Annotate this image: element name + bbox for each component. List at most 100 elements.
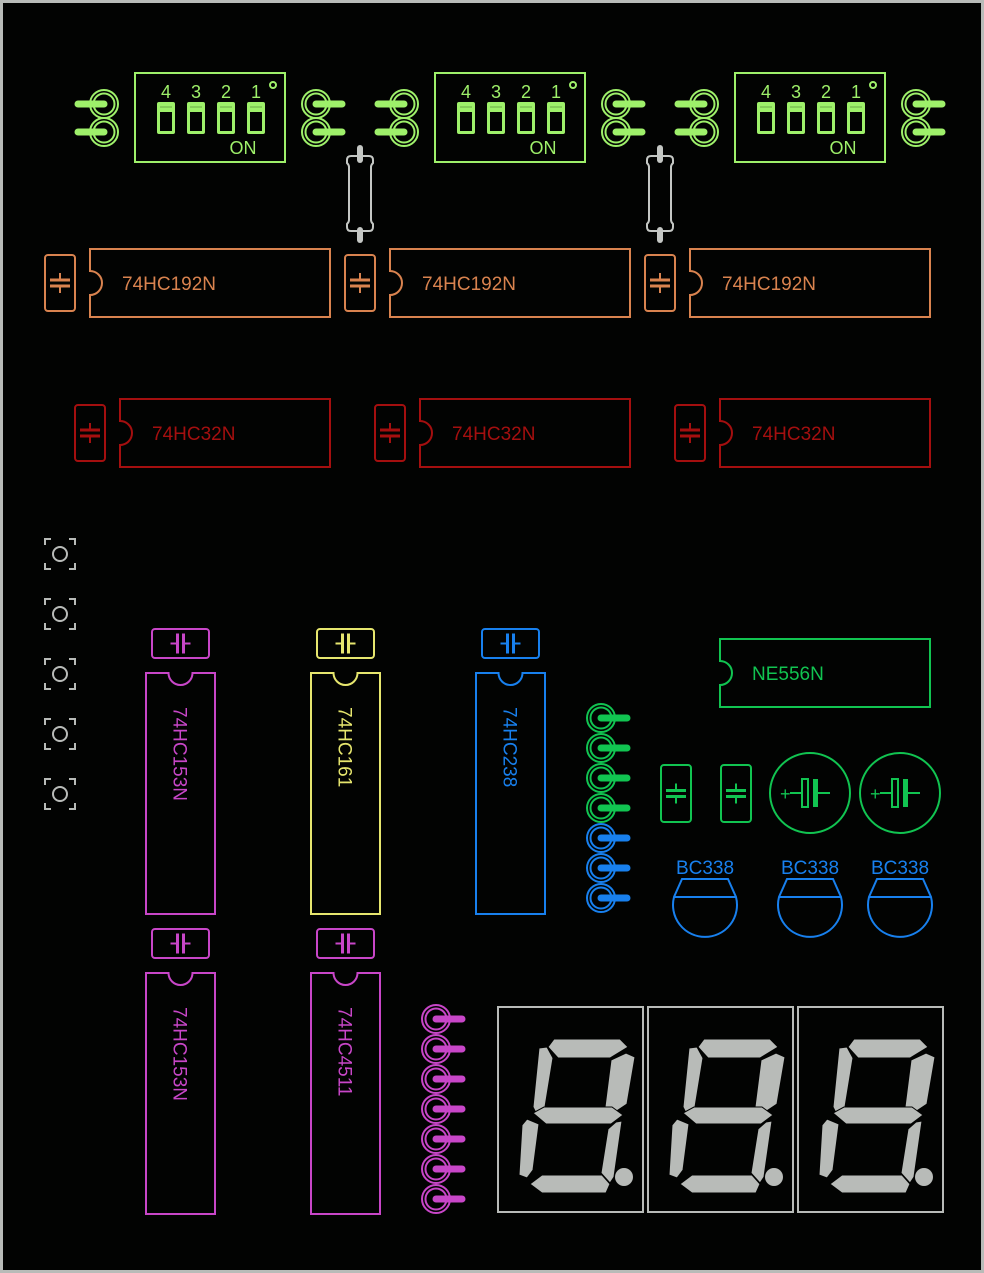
counter-ic: 74HC192N [389,248,631,318]
ic-body [119,398,331,468]
push-button[interactable] [44,778,76,810]
or-gate-ic-row: 74HC32N 74HC32N 74HC32N [74,398,931,468]
segment-g [682,1106,774,1125]
ic-label: 74HC161 [334,707,355,787]
ic-label: 74HC32N [452,424,535,445]
capacitor-plate-negative [903,779,908,807]
ceramic-capacitor [720,764,752,823]
segment-d [679,1174,761,1194]
capacitor-outline [859,752,941,834]
ceramic-capacitor [674,404,706,462]
ic-body [719,638,931,708]
ic-label: 74HC32N [752,424,835,445]
decimal-point [915,1168,933,1186]
capacitor-outline [674,404,706,462]
resistor [646,145,674,243]
switch-slot [460,112,472,131]
button-actuator [52,786,68,802]
button-corner [69,778,76,785]
header-pin [586,883,631,913]
button-corner [44,778,51,785]
header-pin [421,1064,466,1094]
counter-ic-row: 74HC192N 74HC192N 74HC192N [44,248,931,318]
seven-segment-digit [797,1006,944,1213]
capacitor-outline [44,254,76,312]
ceramic-capacitor [151,928,210,959]
digit-frame [497,1006,644,1213]
switch-slot [250,112,262,131]
push-button[interactable] [44,718,76,750]
segment-d [529,1174,611,1194]
or-gate-ic: 74HC32N [119,398,331,468]
segment-e [518,1118,540,1179]
electrolytic-capacitor: + [769,752,851,834]
ic-body [419,398,631,468]
segment-e [668,1118,690,1179]
header-pin [586,853,631,883]
ic-label: NE556N [752,664,824,685]
counter-ic: 74HC192N [89,248,331,318]
button-corner [69,803,76,810]
counter-ic: 74HC192N [689,248,931,318]
button-corner [44,598,51,605]
switch-slot [850,112,862,131]
segment-c [600,1120,623,1184]
push-button[interactable] [44,598,76,630]
switch-number: 4 [161,82,171,102]
decimal-point [765,1168,783,1186]
push-button[interactable] [44,658,76,690]
decimal-point [615,1168,633,1186]
header-pin [74,117,119,147]
switch-slot [760,112,772,131]
push-button[interactable] [44,538,76,570]
resistor-row [346,145,674,243]
header-pin [421,1094,466,1124]
transistor: BC338 [672,858,738,938]
timer-ic: NE556N [719,638,931,708]
vertical-ic: 74HC153N [145,972,216,1215]
button-actuator [52,666,68,682]
ceramic-capacitor [644,254,676,312]
ceramic-capacitor [74,404,106,462]
capacitor-outline [660,764,692,823]
button-corner [69,743,76,750]
switch-number: 1 [851,82,861,102]
seven-segment-digit [647,1006,794,1213]
header-pin [586,823,631,853]
ceramic-capacitor [316,928,375,959]
capacitor-outline [344,254,376,312]
ic-body [145,972,216,1215]
timer-section: NE556N++ [660,638,941,834]
capacitor-outline [151,628,210,659]
button-corner [44,623,51,630]
header-pin [601,89,646,119]
header-pin [586,763,631,793]
switch-slot [190,112,202,131]
ic-body [689,248,931,318]
ic-label: 74HC153N [169,1007,190,1101]
pin1-marker [269,81,277,89]
vertical-ic: 74HC161 [310,672,381,915]
vertical-ic: 74HC238 [475,672,546,915]
push-button-column [44,538,76,810]
capacitor-outline [481,628,540,659]
segment-a [697,1038,779,1059]
header-pin [421,1184,466,1214]
pin1-marker [569,81,577,89]
ceramic-capacitor [374,404,406,462]
pin1-marker [869,81,877,89]
capacitor-outline [769,752,851,834]
button-corner [44,743,51,750]
segment-a [847,1038,929,1059]
capacitor-outline [316,928,375,959]
transistor-label: BC338 [781,858,839,879]
segment-c [750,1120,773,1184]
switch-number: 3 [791,82,801,102]
transistor-body [777,878,843,938]
seven-segment-display [497,1006,944,1213]
